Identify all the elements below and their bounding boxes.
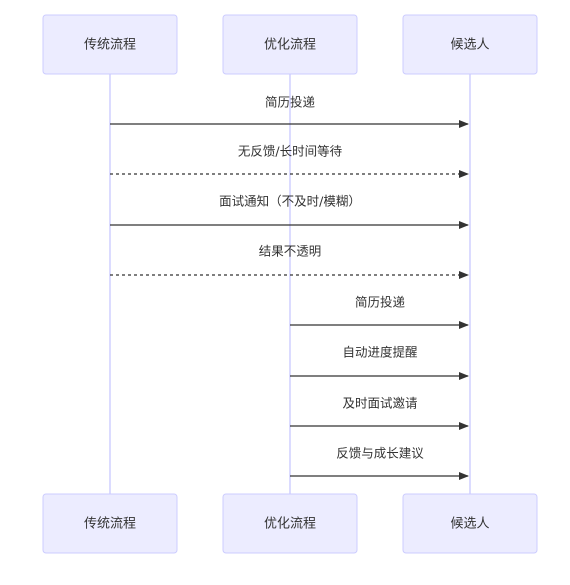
message-8-label: 反馈与成长建议 bbox=[336, 446, 424, 461]
actor-top-optimized: 优化流程 bbox=[222, 14, 358, 75]
message-3-label: 面试通知（不及时/模糊） bbox=[219, 194, 361, 209]
message-4: 结果不透明 bbox=[110, 244, 469, 279]
message-1-label: 简历投递 bbox=[265, 95, 316, 110]
message-6: 自动进度提醒 bbox=[290, 345, 469, 380]
message-2-label: 无反馈/长时间等待 bbox=[238, 144, 343, 159]
actor-top-candidate: 候选人 bbox=[402, 14, 538, 75]
message-7-label: 及时面试邀请 bbox=[342, 396, 417, 411]
message-8: 反馈与成长建议 bbox=[290, 446, 469, 480]
message-3: 面试通知（不及时/模糊） bbox=[110, 194, 469, 229]
actor-bottom-optimized-label: 优化流程 bbox=[264, 517, 316, 532]
actor-top-traditional: 传统流程 bbox=[42, 14, 178, 75]
actor-bottom-candidate-label: 候选人 bbox=[450, 517, 489, 532]
message-6-label: 自动进度提醒 bbox=[342, 345, 418, 360]
message-5: 简历投递 bbox=[290, 295, 469, 329]
actor-bottom-candidate: 候选人 bbox=[402, 493, 538, 554]
message-7: 及时面试邀请 bbox=[290, 396, 469, 430]
actor-top-traditional-label: 传统流程 bbox=[84, 38, 136, 53]
actor-top-optimized-label: 优化流程 bbox=[264, 38, 316, 53]
actor-bottom-optimized: 优化流程 bbox=[222, 493, 358, 554]
message-2: 无反馈/长时间等待 bbox=[110, 144, 469, 178]
message-4-label: 结果不透明 bbox=[259, 244, 322, 259]
actor-bottom-traditional: 传统流程 bbox=[42, 493, 178, 554]
actor-top-candidate-label: 候选人 bbox=[450, 38, 489, 53]
actor-bottom-traditional-label: 传统流程 bbox=[84, 517, 136, 532]
message-1: 简历投递 bbox=[110, 95, 469, 128]
message-5-label: 简历投递 bbox=[355, 295, 406, 310]
